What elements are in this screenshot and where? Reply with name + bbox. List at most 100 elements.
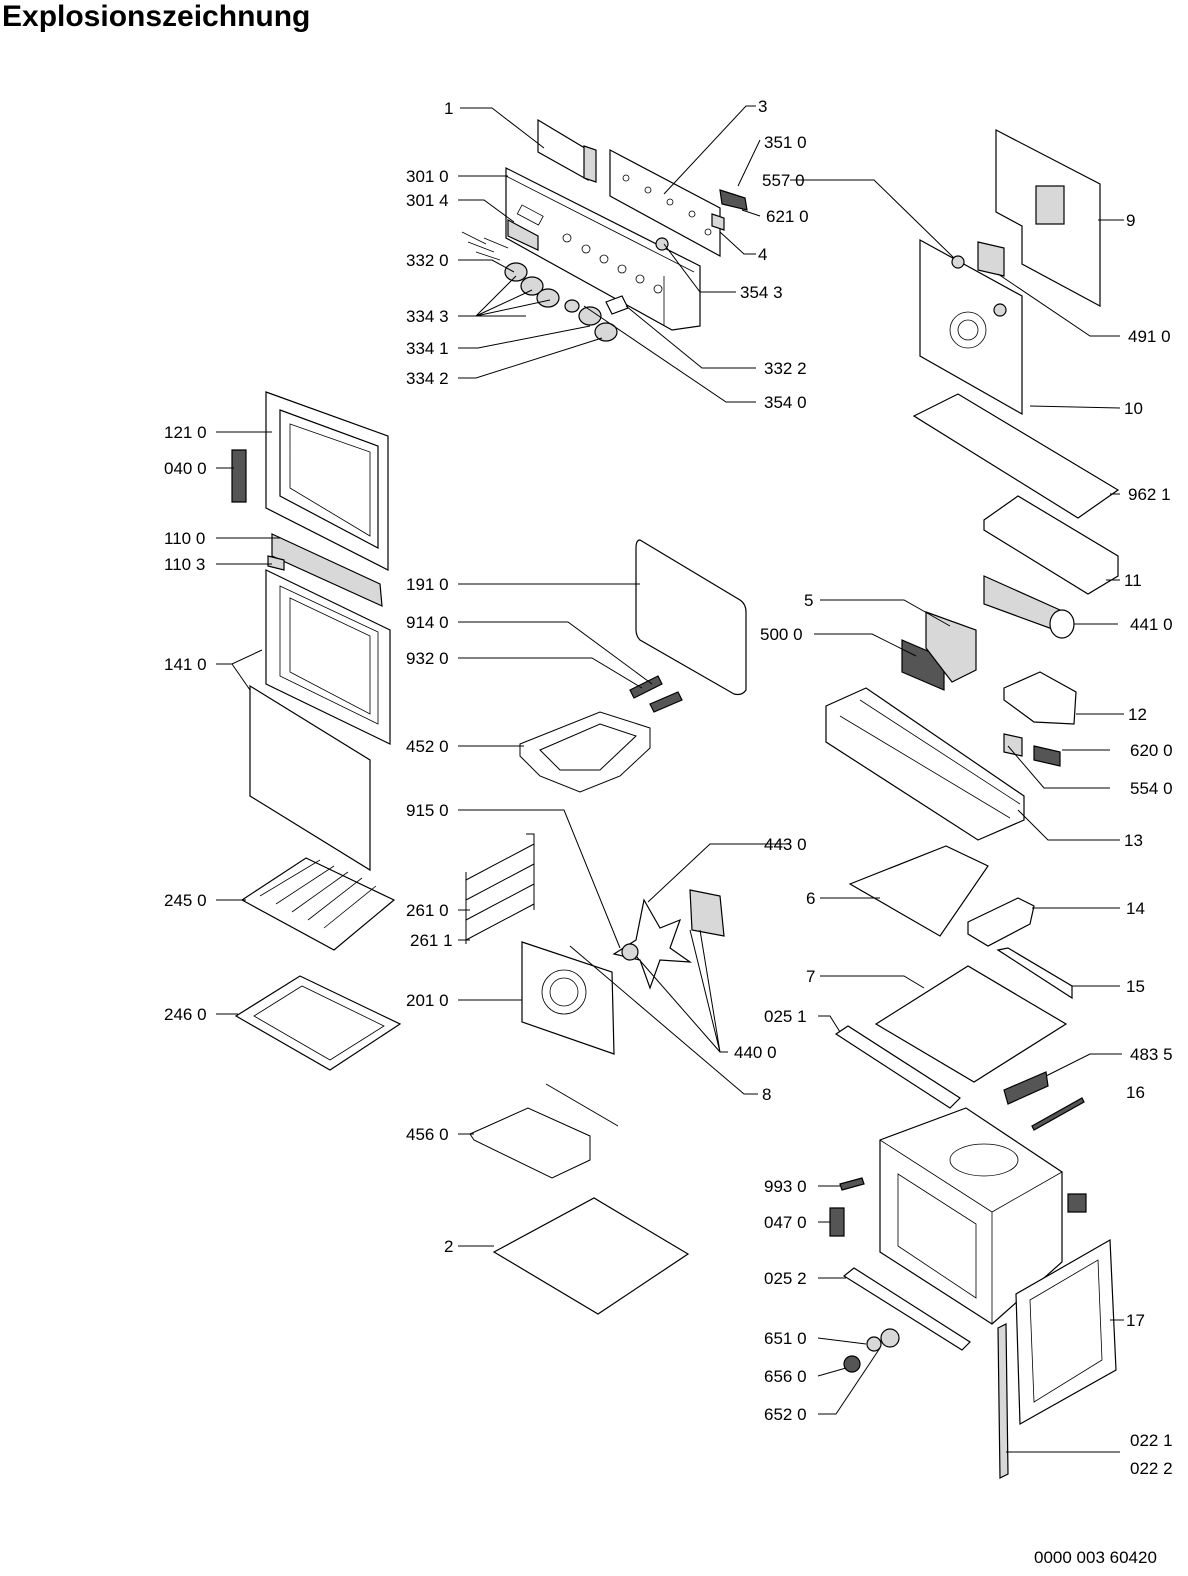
label-440-0: 440 0 — [734, 1043, 777, 1062]
label-9: 9 — [1126, 211, 1135, 230]
part-rod-16 — [1031, 1097, 1085, 1131]
label-915-0: 915 0 — [406, 801, 449, 820]
part-bottom-plate — [492, 1197, 690, 1315]
part-knobs — [504, 262, 629, 342]
label-652-0: 652 0 — [764, 1405, 807, 1424]
part-trim-strip — [997, 1323, 1009, 1479]
label-15: 15 — [1126, 977, 1145, 996]
part-grill-element — [519, 711, 651, 793]
label-141-0: 141 0 — [164, 655, 207, 674]
label-621-0: 621 0 — [766, 207, 809, 226]
part-switch-block — [925, 611, 977, 683]
part-oven-seal — [635, 539, 747, 696]
label-191-0: 191 0 — [406, 575, 449, 594]
part-baking-tray-inner — [253, 985, 385, 1061]
part-oven-door — [265, 391, 389, 571]
part-bracket-14 — [967, 897, 1035, 947]
label-1: 1 — [444, 99, 453, 118]
part-lamp-bulb — [866, 1336, 882, 1352]
part-wire-rack — [240, 857, 396, 951]
label-245-0: 245 0 — [164, 891, 207, 910]
part-fan-cover — [521, 941, 615, 1055]
part-relay — [1003, 733, 1023, 757]
part-side-panel-inner — [1029, 1259, 1103, 1403]
label-332-0: 332 0 — [406, 251, 449, 270]
label-301-0: 301 0 — [406, 167, 449, 186]
part-small-lamp — [711, 213, 725, 231]
label-452-0: 452 0 — [406, 737, 449, 756]
label-354-3: 354 3 — [740, 283, 783, 302]
part-spindle-screws — [461, 231, 509, 261]
part-lamp-socket — [880, 1328, 900, 1348]
leader-lines — [216, 105, 1124, 1453]
part-plate-7 — [874, 965, 1068, 1083]
label-12: 12 — [1128, 705, 1147, 724]
part-oven-cavity — [879, 1107, 1063, 1325]
label-121-0: 121 0 — [164, 423, 207, 442]
label-334-3: 334 3 — [406, 307, 449, 326]
part-terminal-strip — [1003, 1071, 1049, 1105]
part-rail-lower — [842, 1267, 971, 1351]
label-246-0: 246 0 — [164, 1005, 207, 1024]
label-047-0: 047 0 — [764, 1213, 807, 1232]
part-insulation-strip — [912, 393, 1120, 519]
part-springs — [629, 675, 683, 713]
part-lower-element — [469, 1083, 619, 1179]
label-443-0: 443 0 — [764, 835, 807, 854]
part-panel-insert — [507, 219, 539, 251]
part-cooling-duct — [983, 495, 1119, 595]
part-hinge — [231, 449, 247, 503]
label-483-5: 483 5 — [1130, 1045, 1173, 1064]
label-332-2: 332 2 — [764, 359, 807, 378]
label-110-0: 110 0 — [164, 529, 205, 548]
part-hinge-receiver — [829, 1207, 845, 1237]
document-number: 0000 003 60420 — [1034, 1548, 1157, 1567]
page-title: Explosionszeichnung — [2, 0, 311, 33]
part-wire-rack-lines — [259, 859, 377, 929]
label-11: 11 — [1124, 571, 1142, 590]
label-334-2: 334 2 — [406, 369, 449, 388]
label-110-3: 110 3 — [164, 555, 205, 574]
label-7: 7 — [806, 967, 815, 986]
label-4: 4 — [758, 245, 767, 264]
part-rear-cover — [995, 129, 1101, 308]
part-electrical-cover — [1003, 671, 1077, 725]
label-651-0: 651 0 — [764, 1329, 807, 1348]
label-620-0: 620 0 — [1130, 741, 1173, 760]
part-door-strip-clip — [267, 555, 285, 571]
label-914-0: 914 0 — [406, 613, 449, 632]
label-491-0: 491 0 — [1128, 327, 1171, 346]
part-connector — [1033, 745, 1061, 767]
label-022-1: 022 1 — [1130, 1431, 1173, 1450]
label-500-0: 500 0 — [760, 625, 803, 644]
part-switch — [719, 189, 748, 211]
label-022-2: 022 2 — [1130, 1459, 1173, 1478]
part-circuit-board — [609, 149, 721, 258]
part-back-panel — [919, 238, 1023, 416]
label-557-0: 557 0 — [762, 171, 805, 190]
label-5: 5 — [804, 591, 813, 610]
label-16: 16 — [1126, 1083, 1145, 1102]
part-fan-assembly — [612, 889, 725, 990]
label-025-2: 025 2 — [764, 1269, 807, 1288]
label-8: 8 — [762, 1085, 771, 1104]
part-lamp-cover — [843, 1355, 861, 1373]
label-261-1: 261 1 — [410, 931, 453, 950]
part-inner-door-glass — [265, 569, 391, 745]
label-261-0: 261 0 — [406, 901, 449, 920]
label-932-0: 932 0 — [406, 649, 449, 668]
part-baking-tray — [234, 975, 402, 1071]
part-cavity-bracket — [1067, 1193, 1087, 1213]
label-554-0: 554 0 — [1130, 779, 1173, 798]
label-201-0: 201 0 — [406, 991, 449, 1010]
part-bottom-frame-inner — [839, 699, 1021, 819]
label-2: 2 — [444, 1237, 453, 1256]
part-side-panel — [1015, 1238, 1117, 1426]
label-301-4: 301 4 — [406, 191, 449, 210]
label-993-0: 993 0 — [764, 1177, 807, 1196]
label-656-0: 656 0 — [764, 1367, 807, 1386]
part-rail-upper — [834, 1025, 961, 1109]
part-bracket-1 — [537, 118, 597, 183]
label-3: 3 — [758, 97, 767, 116]
